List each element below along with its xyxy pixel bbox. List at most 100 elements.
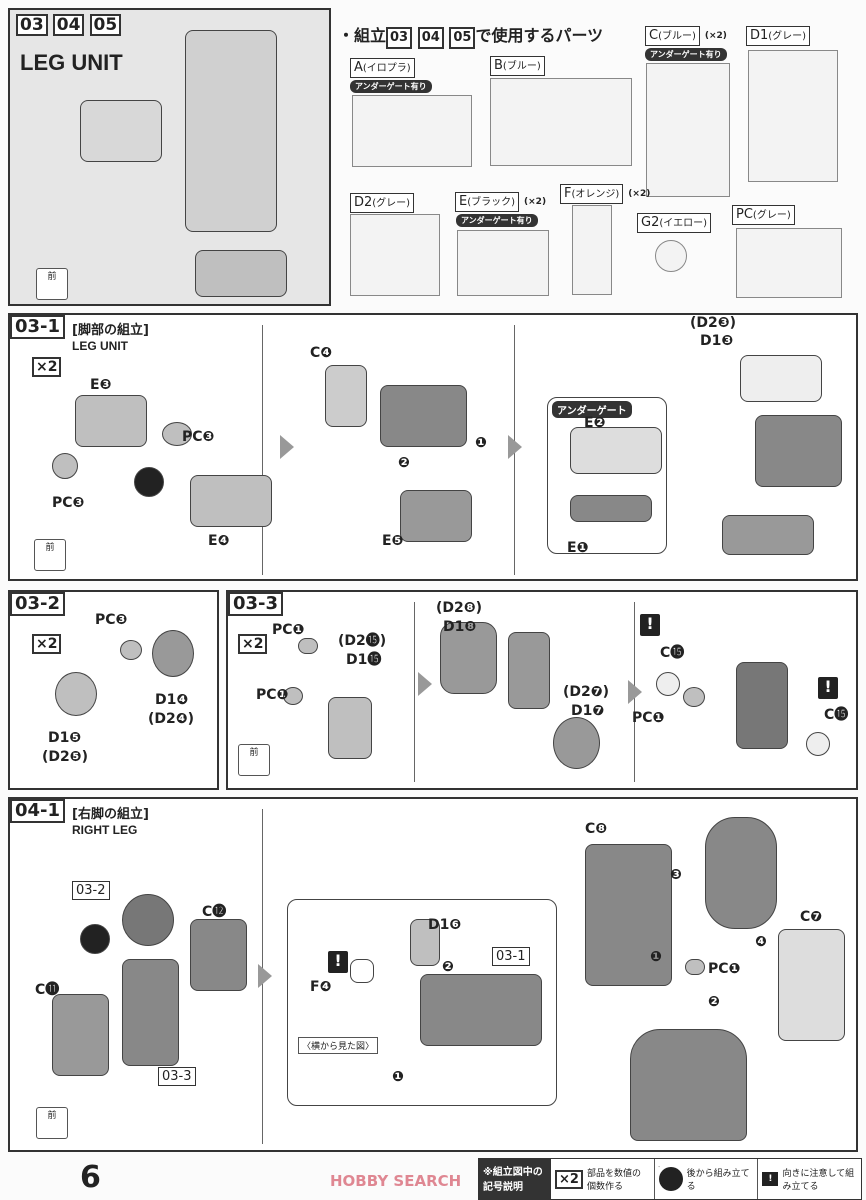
element: 04 (417, 27, 444, 49)
element: (ブラック) (467, 197, 516, 208)
part-illustration (440, 622, 497, 694)
runner-label: C(ブルー) (645, 26, 700, 46)
part-label: D1❺ (48, 730, 82, 746)
part-illustration (400, 490, 472, 542)
runner-qty: (×2) (628, 189, 651, 199)
front-icon: 前 (34, 539, 66, 571)
runner-label: 03-3 (158, 1067, 196, 1086)
part-illustration (122, 894, 174, 946)
part-label: E❷ (584, 415, 606, 431)
element: (グレー) (768, 31, 807, 42)
part-illustration (328, 697, 372, 759)
next-arrow (418, 672, 432, 696)
part-label: F❹ (310, 979, 332, 995)
part-label: ❷ (442, 959, 454, 975)
element: F (564, 186, 572, 201)
header-title: LEG UNIT (20, 50, 123, 75)
element: で使用するパーツ (475, 26, 604, 45)
part-illustration (80, 924, 110, 954)
part-label: C❼ (800, 909, 823, 925)
part-label: D1❹ (155, 692, 189, 708)
runner-label: 03-2 (72, 881, 110, 900)
runner-qty: (×2) (704, 31, 727, 41)
element: D2 (354, 195, 373, 210)
element: 後から組み立てる (686, 1169, 750, 1192)
element: RIGHT LEG (72, 823, 138, 837)
part-illustration (152, 630, 194, 677)
element: D1 (750, 28, 769, 43)
part-label: (D2❸) (690, 315, 737, 331)
runner-illustration (646, 63, 730, 197)
element: (ブルー) (658, 31, 696, 42)
part-illustration (547, 397, 667, 554)
part-illustration (380, 385, 467, 447)
element: PC (736, 207, 753, 222)
part-label: C⓬ (202, 904, 227, 920)
x2-icon: ×2 (32, 634, 62, 654)
step-03-3: 03-3 ×2 ! ! PC❶ PC❶ (D2⓯) D1⓯ (D2❽) D1❽ … (226, 590, 858, 790)
part-label: (D2⓯) (338, 633, 387, 649)
part-illustration (570, 427, 662, 474)
next-arrow (508, 435, 522, 459)
under-gate-badge: アンダーゲート (552, 401, 632, 418)
step-03-2: 03-2 ×2 PC❸ D1❹ (D2❹) D1❺ (D2❺) (8, 590, 219, 790)
part-label: PC❸ (52, 495, 85, 511)
part-illustration (585, 844, 672, 986)
element: [右脚の組立] (72, 807, 149, 822)
part-label: ❶ (650, 949, 662, 965)
step-number: 05 (89, 14, 122, 36)
runner-illustration (572, 205, 612, 295)
runner-label: A(イロプラ) (350, 58, 415, 78)
runner-label: 03-1 (492, 947, 530, 966)
runner-illustration (736, 228, 842, 298)
part-illustration (736, 662, 788, 749)
part-illustration (52, 994, 109, 1076)
part-illustration (630, 1029, 747, 1141)
part-illustration (570, 495, 652, 522)
part-illustration (120, 640, 142, 660)
step-number: 03 (16, 14, 48, 36)
part-label: ❸ (670, 867, 682, 883)
element: (オレンジ) (571, 189, 620, 200)
part-label: C⓯ (824, 707, 849, 723)
element: 向きに注意して組み立てる (782, 1169, 855, 1192)
next-arrow (628, 680, 642, 704)
next-arrow (258, 964, 272, 988)
element: A (354, 60, 363, 75)
element: 前 (47, 1111, 57, 1121)
part-illustration (298, 638, 318, 654)
foot-illustration (195, 250, 287, 297)
part-label: D1❻ (428, 917, 462, 933)
runner-label: E(ブラック) (455, 192, 520, 212)
part-illustration (190, 475, 272, 527)
runner-label: PC(グレー) (732, 205, 795, 225)
element: 04-1 (10, 799, 66, 823)
runner-label: D2(グレー) (350, 193, 415, 213)
leg-unit-illustration (185, 30, 277, 232)
element: (イロプラ) (362, 63, 411, 74)
part-illustration (705, 817, 777, 929)
part-label: PC❶ (256, 687, 289, 703)
step-04-1: 04-1 [右脚の組立] RIGHT LEG 03-2 03-3 C⓬ C⓫ !… (8, 797, 858, 1152)
runner-label-group: C(ブルー) (×2) (645, 26, 727, 46)
build-later-icon: ● (658, 1167, 683, 1191)
part-illustration (683, 687, 705, 707)
runner-label: D1(グレー) (746, 26, 811, 46)
part-illustration (420, 974, 542, 1046)
part-illustration (553, 717, 600, 769)
caution-icon: ! (762, 1172, 779, 1186)
part-illustration (806, 732, 830, 756)
part-illustration (134, 467, 164, 497)
element: 03 (386, 27, 413, 49)
element: !向きに注意して組み立てる (758, 1159, 861, 1199)
part-label: E❺ (382, 533, 404, 549)
element: C (649, 28, 659, 43)
part-illustration (350, 959, 374, 983)
part-illustration (740, 355, 822, 402)
next-arrow (280, 435, 294, 459)
part-label: ❹ (755, 934, 767, 950)
part-illustration (283, 687, 303, 705)
part-label: (D2❺) (42, 749, 89, 765)
